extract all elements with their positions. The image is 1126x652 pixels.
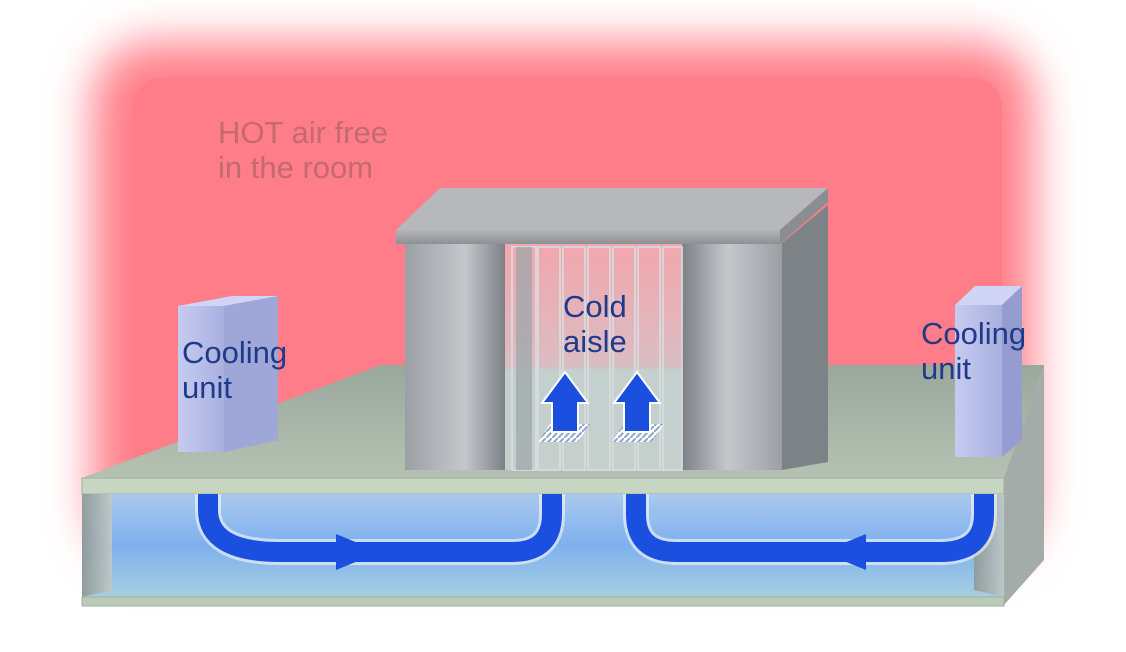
underfloor-airflow-left xyxy=(195,494,565,570)
cold-air-up-arrow-right xyxy=(612,370,662,433)
cooling-unit-right-label-line1: Cooling xyxy=(921,316,1027,351)
underfloor-airflow-right xyxy=(623,494,997,570)
cooling-unit-right-label-line2: unit xyxy=(921,350,971,386)
cooling-unit-left xyxy=(178,296,278,452)
rack-enclosure xyxy=(396,188,828,471)
cooling-unit-left-label-line2: unit xyxy=(182,369,232,405)
cold-air-up-arrow-left xyxy=(540,370,590,433)
floor-front-edge xyxy=(81,477,1005,495)
cold-aisle-label-line2: aisle xyxy=(563,323,627,359)
cooling-unit-left-label: Cooling unit xyxy=(182,335,288,405)
cold-aisle-label-line1: Cold xyxy=(563,289,627,324)
plenum-right-wall xyxy=(1004,365,1044,605)
cooling-unit-right xyxy=(955,286,1022,457)
cooling-unit-left-label-line1: Cooling xyxy=(182,335,288,370)
cold-aisle-label: Cold aisle xyxy=(563,289,627,359)
hot-air-label-line1: HOT air free xyxy=(218,115,388,150)
hot-air-label: HOT air free in the room xyxy=(218,115,388,185)
cooling-unit-right-label: Cooling unit xyxy=(921,316,1027,386)
hot-air-label-line2: in the room xyxy=(218,149,374,185)
